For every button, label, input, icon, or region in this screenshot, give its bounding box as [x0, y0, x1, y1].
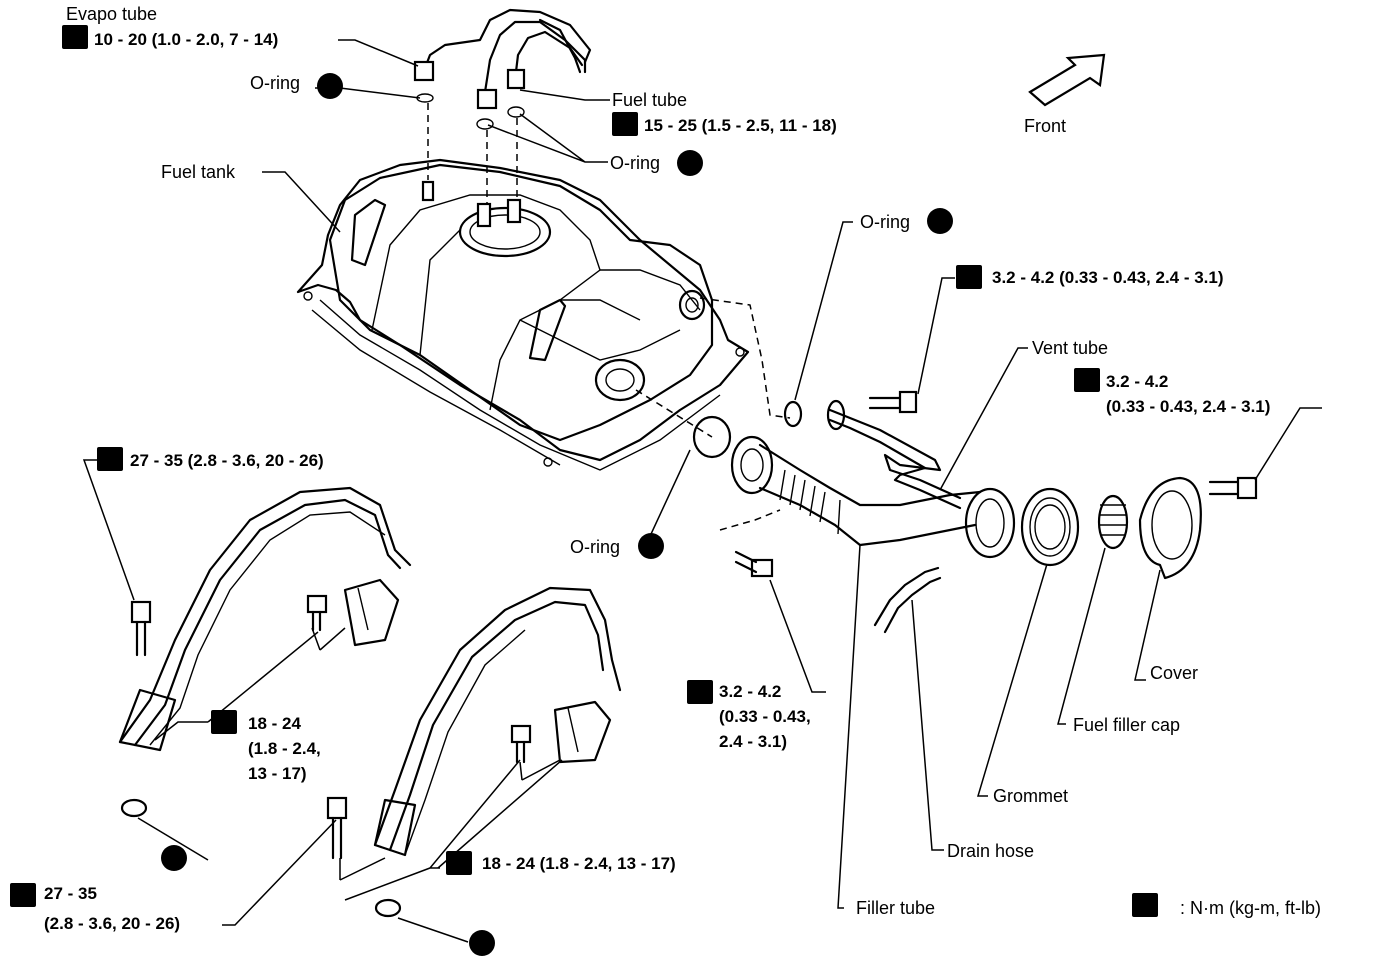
bracket-torque-line1: 18 - 24 [248, 714, 301, 733]
leader-lines [82, 39, 1322, 943]
grommet-label: Grommet [993, 786, 1068, 806]
filler-torque-line1: 3.2 - 4.2 [719, 682, 781, 701]
front-arrow-icon [1028, 53, 1106, 107]
cover-torque-line2: (0.33 - 0.43, 2.4 - 3.1) [1106, 397, 1270, 416]
fuel-tank-label: Fuel tank [161, 162, 236, 182]
filler-tube-label: Filler tube [856, 898, 935, 918]
fuel-tube-torque: 15 - 25 (1.5 - 2.5, 11 - 18) [644, 116, 837, 135]
lower-strap-torque-line2: (2.8 - 3.6, 20 - 26) [44, 914, 180, 933]
vent-bolt-torque: 3.2 - 4.2 (0.33 - 0.43, 2.4 - 3.1) [992, 268, 1224, 287]
legend-units-label: : N·m (kg-m, ft-lb) [1180, 898, 1321, 918]
do-not-reuse-x-icon [161, 73, 953, 956]
fuel-tank-straps [118, 486, 622, 918]
cover-label: Cover [1150, 663, 1198, 683]
cover-torque-line1: 3.2 - 4.2 [1106, 372, 1168, 391]
filler-torque-line3: 2.4 - 3.1) [719, 732, 787, 751]
filler-torque-line2: (0.33 - 0.43, [719, 707, 811, 726]
filler-assembly [635, 297, 1258, 634]
evapo-and-fuel-tubes [413, 8, 592, 205]
callout-labels: Evapo tube 10 - 20 (1.0 - 2.0, 7 - 14) O… [44, 4, 1321, 933]
bracket-torque-line2: (1.8 - 2.4, [248, 739, 321, 758]
evapo-tube-torque: 10 - 20 (1.0 - 2.0, 7 - 14) [94, 30, 278, 49]
upper-strap-torque: 27 - 35 (2.8 - 3.6, 20 - 26) [130, 451, 324, 470]
o-ring-label-4: O-ring [570, 537, 620, 557]
o-ring-label-3: O-ring [860, 212, 910, 232]
vent-tube-label: Vent tube [1032, 338, 1108, 358]
drain-hose-label: Drain hose [947, 841, 1034, 861]
fuel-tube-label: Fuel tube [612, 90, 687, 110]
evapo-tube-label: Evapo tube [66, 4, 157, 24]
fuel-filler-cap-label: Fuel filler cap [1073, 715, 1180, 735]
lower-strap-torque-line1: 27 - 35 [44, 884, 97, 903]
large-o-ring [692, 415, 732, 459]
fuel-tank [296, 158, 750, 471]
front-label: Front [1024, 116, 1066, 136]
small-o-ring [783, 400, 803, 428]
lower-bracket-torque: 18 - 24 (1.8 - 2.4, 13 - 17) [482, 854, 676, 873]
bracket-torque-line3: 13 - 17) [248, 764, 307, 783]
torque-wrench-icon [10, 25, 1158, 917]
o-ring-label-1: O-ring [250, 73, 300, 93]
o-ring-label-2: O-ring [610, 153, 660, 173]
